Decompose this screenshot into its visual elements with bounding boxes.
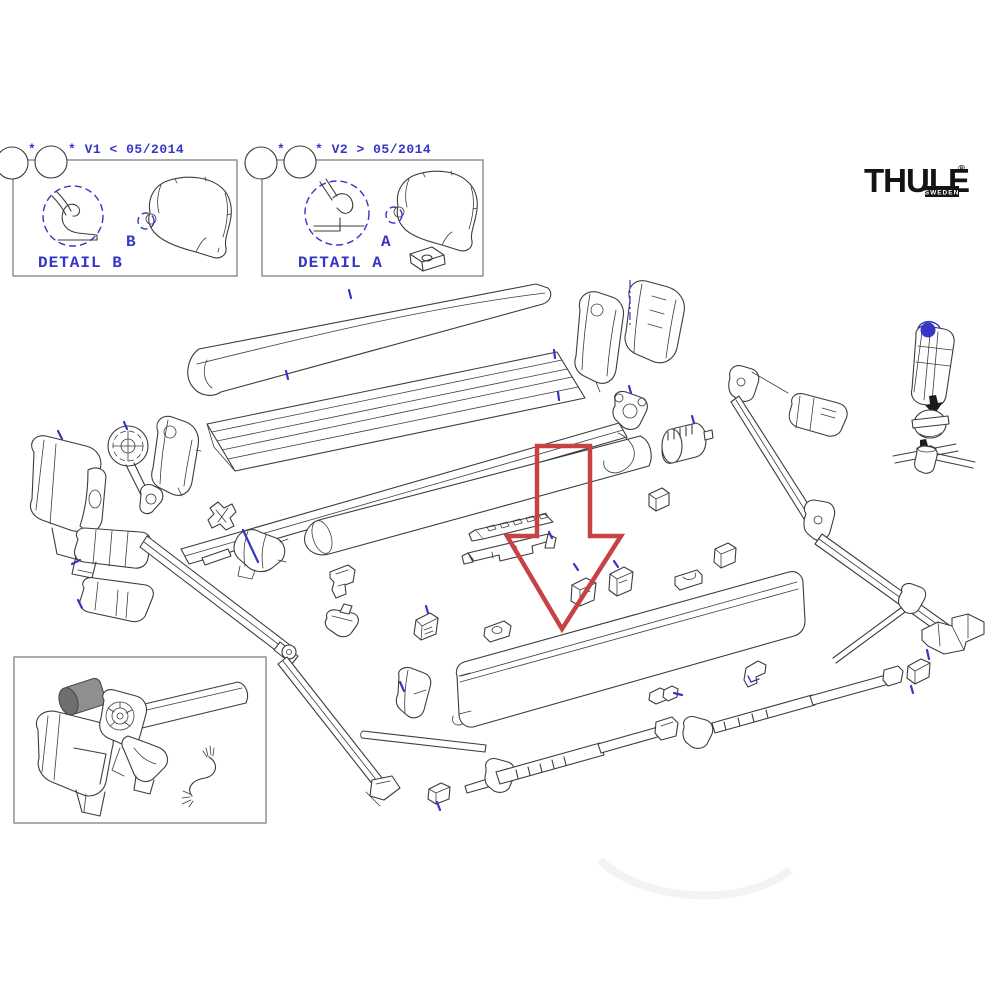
cassette-lid [187,283,552,396]
gear-housing [151,415,202,497]
callout-balloon [283,145,317,179]
callout-balloon [244,146,278,180]
mounting-spigot [914,445,938,474]
tension-rafter-left [464,716,679,794]
right-arm-shoulder [728,365,789,402]
left-arm-foot [365,775,401,807]
sweden-tag [925,186,959,197]
front-lead-rail-panel [452,571,806,728]
right-arm-foot [921,613,985,661]
fabric-edge [603,432,635,474]
motor-kit-end-cap [36,710,114,817]
adjuster-knob [911,409,950,439]
point-label-b: B [126,233,137,251]
detail-circle-b [42,185,104,247]
detail-caption-a: DETAIL A [298,254,383,272]
clip-pair-mid [648,685,684,705]
clip-right-small [906,658,931,695]
cassette-back-profile [174,348,586,472]
end-cap-drawing-a [393,170,478,252]
arm-cover-right [788,393,848,437]
callout-balloon [0,146,29,180]
version-note-b: * V1 < 05/2014 [68,142,184,157]
mid-bracket-clip [612,384,648,430]
motor-cable [181,745,217,808]
clip-cube-2 [713,542,737,569]
roller-drive-adapter [201,528,289,580]
roller-tube [304,432,652,556]
center-block [413,604,439,641]
detail-caption-b: DETAIL B [38,254,123,272]
tension-rafter-right [682,665,904,749]
callout-star: * [277,142,285,157]
detail-circle-a [304,180,370,246]
left-cover-piece [76,577,154,623]
right-support-arm [730,395,957,641]
registered-mark: ® [958,164,966,175]
crank-gear [107,420,164,515]
end-cap-drawing-b [145,176,232,259]
highlight-arrow [503,443,626,634]
pitch-rod [832,582,927,664]
profile-hook-drawing [51,191,98,241]
brand-logo: THULE ® SWEDEN [864,162,970,199]
blue-knob-dot [920,322,936,338]
perforated-strip-lower [461,530,557,565]
latch-plate [483,620,512,643]
pin-block [324,603,359,638]
wall-bracket [910,320,955,407]
arm-cover-left [395,666,432,719]
clip-bottom [427,782,451,812]
perforated-strip-upper [468,512,554,542]
bracket-right-mid [743,660,767,688]
motor-unit [70,527,152,579]
version-note-a: * V2 > 05/2014 [315,142,431,157]
right-end-cap-outer [624,280,685,364]
callout-star: * [28,142,36,157]
rafter-tube [360,730,487,753]
clip-cube [648,487,670,512]
motor-roller-assembly [99,681,249,795]
profile-tee-drawing [313,178,365,232]
detail-box-a: * * V2 > 05/2014 DETAIL A A [244,142,484,277]
right-end-cap-inner [574,291,625,393]
gray-plug-cap [58,677,107,716]
hook-clip [329,564,356,599]
callout-balloon [34,145,68,179]
origin-label: SWEDEN [925,190,960,197]
small-box-part [409,246,446,272]
point-label-a: A [381,233,392,251]
small-bracket-left [207,501,237,531]
slot-bracket [674,569,703,591]
roller-end-drum [661,414,714,464]
motor-kit-detail-box [13,656,267,824]
detail-box-b: * * V1 < 05/2014 DETAIL B B [0,142,238,277]
ghost-watermark [597,857,793,900]
